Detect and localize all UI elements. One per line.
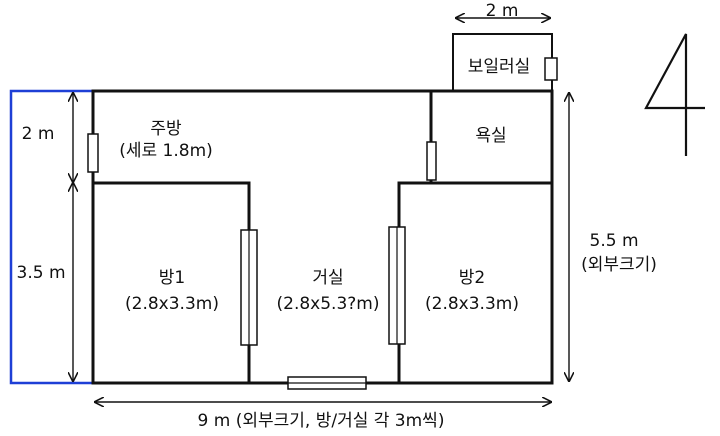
- north-arrow-icon: [644, 33, 705, 156]
- dim-right-note: (외부크기): [581, 255, 657, 275]
- boiler-window: [544, 57, 558, 81]
- kitchen-note: (세로 1.8m): [119, 141, 213, 161]
- dim-left-lower-label: 3.5 m: [17, 263, 66, 283]
- living-size: (2.8x5.3?m): [277, 294, 380, 314]
- boiler-name: 보일러실: [468, 57, 531, 77]
- dim-left-upper-label: 2 m: [22, 124, 55, 144]
- living-name: 거실: [312, 268, 343, 288]
- room2-size: (2.8x3.3m): [425, 294, 519, 314]
- bath-name: 욕실: [475, 126, 506, 146]
- kitchen-name: 주방: [150, 119, 182, 139]
- dim-right-label: 5.5 m: [590, 231, 639, 251]
- dim-bottom-label: 9 m (외부크기, 방/거실 각 3m씩): [198, 411, 445, 431]
- kitchen-door: [87, 133, 99, 173]
- bath-door: [426, 141, 437, 181]
- dim-top-label: 2 m: [486, 1, 519, 21]
- room1-size: (2.8x3.3m): [125, 294, 219, 314]
- room2-name: 방2: [459, 268, 485, 288]
- room1-name: 방1: [159, 268, 185, 288]
